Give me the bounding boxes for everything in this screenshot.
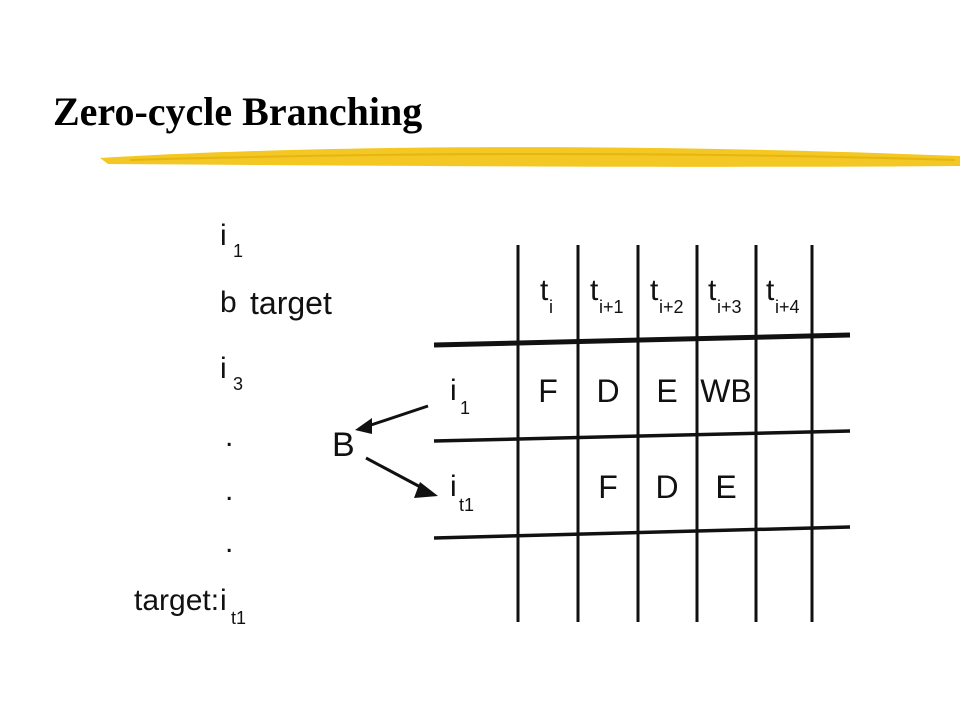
column-header-subscript: i+3 — [717, 297, 742, 317]
arrow-to-it1 — [365, 456, 427, 492]
pipeline-cell: D — [655, 469, 678, 505]
program-line: b target — [220, 285, 332, 321]
column-header-base: t — [590, 274, 599, 307]
column-header-base: t — [766, 274, 775, 307]
row-header: i t1 — [450, 470, 474, 515]
program-arg: target — [250, 285, 332, 321]
row-header-base: i — [450, 470, 457, 503]
program-label: target: — [134, 584, 219, 617]
program-op: i — [220, 584, 227, 617]
pipeline-cell: WB — [700, 373, 752, 409]
program-op: i — [220, 352, 227, 385]
branch-unit-label: B — [332, 426, 355, 464]
row-header-base: i — [450, 374, 457, 407]
row-header: i 1 — [450, 374, 470, 418]
program-ellipsis-dot: . — [225, 474, 233, 507]
column-header-subscript: i+4 — [775, 297, 800, 317]
pipeline-cell: E — [715, 469, 736, 505]
column-header-base: t — [650, 274, 659, 307]
grid-horizontal-line — [433, 525, 851, 540]
slide-title: Zero-cycle Branching — [53, 89, 423, 134]
column-header-subscript: i+2 — [659, 297, 684, 317]
program-op-subscript: t1 — [231, 608, 246, 628]
column-header-subscript: i+1 — [599, 297, 624, 317]
row-header-subscript: 1 — [460, 398, 470, 418]
row-header-subscript: t1 — [459, 495, 474, 515]
grid-horizontal-line — [433, 429, 851, 443]
grid-horizontal-line — [433, 332, 851, 348]
pipeline-grid — [433, 245, 851, 622]
program-listing: i 1 b target i 3 . . . target: i t1 — [134, 219, 332, 628]
column-header-base: t — [708, 274, 717, 307]
program-op: b — [220, 286, 237, 319]
program-line: i 3 — [220, 352, 243, 394]
program-line: target: i t1 — [134, 584, 246, 628]
column-header: t i+1 — [590, 274, 624, 317]
pipeline-cells: F D E WB F D E — [538, 373, 752, 505]
column-header: t i+3 — [708, 274, 742, 317]
program-op-subscript: 1 — [233, 241, 243, 261]
column-header-base: t — [540, 274, 549, 307]
arrow-head-icon — [355, 418, 372, 434]
pipeline-cell: D — [596, 373, 619, 409]
pipeline-row-headers: i 1 i t1 — [450, 374, 474, 515]
program-line: i 1 — [220, 219, 243, 261]
program-op: i — [220, 219, 227, 252]
arrow-to-i1 — [367, 404, 429, 428]
arrow-head-icon — [414, 482, 438, 498]
branch-unit: B — [332, 404, 438, 498]
pipeline-cell: E — [656, 373, 677, 409]
column-header: t i — [540, 274, 553, 317]
pipeline-cell: F — [538, 373, 558, 409]
column-header: t i+2 — [650, 274, 684, 317]
pipeline-cell: F — [598, 469, 618, 505]
program-ellipsis-dot: . — [225, 420, 233, 453]
column-header: t i+4 — [766, 274, 800, 317]
program-ellipsis-dot: . — [225, 526, 233, 559]
column-header-subscript: i — [549, 297, 553, 317]
pipeline-column-headers: t i t i+1 t i+2 t i+3 t i+4 — [540, 274, 800, 317]
program-op-subscript: 3 — [233, 374, 243, 394]
